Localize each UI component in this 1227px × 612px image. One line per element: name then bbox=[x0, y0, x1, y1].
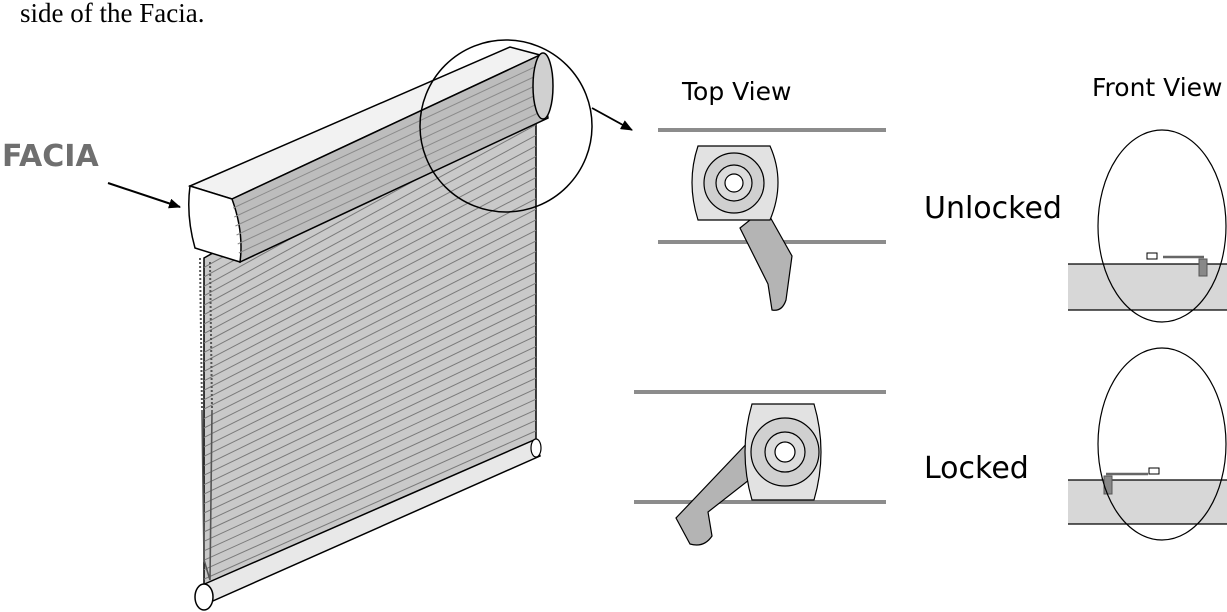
pull-chain bbox=[199, 257, 213, 411]
lock-tab bbox=[1198, 258, 1208, 277]
bottom-bar-right-end bbox=[530, 438, 542, 458]
spool-hole bbox=[774, 441, 796, 463]
top-view-heading: Top View bbox=[681, 77, 791, 106]
fabric-stripe bbox=[203, 377, 537, 533]
lock-pin bbox=[1146, 252, 1158, 260]
detail-arrow bbox=[591, 107, 633, 131]
fabric-stripe bbox=[203, 398, 537, 552]
fabric-stripe bbox=[203, 229, 537, 401]
fabric-stripe bbox=[203, 177, 537, 353]
fabric-stripe bbox=[203, 367, 537, 523]
facia-stripe bbox=[236, 90, 545, 236]
front-view-circle bbox=[1097, 129, 1227, 323]
fabric-stripe bbox=[203, 356, 537, 514]
facia-stripes bbox=[232, 63, 548, 254]
pull-chain-loop bbox=[201, 409, 213, 581]
facia-stripe bbox=[232, 63, 542, 209]
detail-circle bbox=[419, 39, 593, 213]
fabric-stripe bbox=[203, 219, 537, 391]
fabric-stripe bbox=[203, 198, 537, 372]
fabric-stripe bbox=[203, 293, 537, 457]
unlocked-label: Unlocked bbox=[924, 191, 1062, 226]
fabric-stripe bbox=[203, 388, 537, 542]
facia-stripe bbox=[234, 72, 543, 218]
facia-stripe bbox=[238, 108, 548, 254]
lock-pin bbox=[1148, 467, 1160, 475]
front-view-locked bbox=[1068, 347, 1227, 541]
fabric-stripe bbox=[203, 134, 537, 316]
fabric-stripe bbox=[203, 272, 537, 438]
top-view-unlocked bbox=[658, 128, 886, 311]
facia-label: FACIA bbox=[2, 139, 99, 174]
lock-tab bbox=[1103, 475, 1113, 495]
fabric-stripe bbox=[203, 156, 537, 334]
fabric-stripe bbox=[203, 250, 537, 420]
fabric-stripe bbox=[203, 409, 537, 561]
facia-stripe bbox=[235, 81, 544, 227]
fabric-stripe bbox=[203, 208, 537, 382]
facia-stripe bbox=[237, 99, 546, 245]
top-view-locked bbox=[634, 390, 886, 546]
locked-label: Locked bbox=[924, 451, 1029, 486]
fabric-stripe bbox=[203, 303, 537, 467]
facia-end-cap bbox=[188, 185, 242, 263]
fabric-stripe bbox=[203, 187, 537, 363]
fabric-stripe bbox=[203, 240, 537, 410]
intro-text: side of the Facia. bbox=[20, 0, 204, 28]
facia-right-end bbox=[532, 52, 554, 120]
front-view-heading: Front View bbox=[1092, 73, 1223, 102]
fabric-stripe bbox=[203, 419, 537, 571]
fabric-stripe bbox=[203, 282, 537, 448]
front-view-unlocked bbox=[1068, 129, 1227, 323]
fabric-stripe bbox=[203, 166, 537, 344]
fabric-stripe bbox=[203, 335, 537, 495]
facia-arrow bbox=[107, 182, 181, 209]
fabric-stripe bbox=[203, 324, 537, 486]
spool-hole bbox=[724, 173, 744, 193]
fabric-stripe bbox=[203, 124, 537, 306]
bottom-bar-end-cap bbox=[194, 583, 214, 611]
fabric-stripe bbox=[203, 430, 537, 580]
fabric-stripe bbox=[203, 145, 537, 325]
facia-section bbox=[1068, 480, 1227, 524]
lock-lever bbox=[739, 207, 793, 311]
fabric-stripe bbox=[203, 314, 537, 476]
fabric-stripe bbox=[203, 261, 537, 429]
fabric-stripe bbox=[203, 345, 537, 505]
front-view-circle bbox=[1097, 347, 1227, 541]
roller-blind-illustration bbox=[187, 46, 554, 611]
